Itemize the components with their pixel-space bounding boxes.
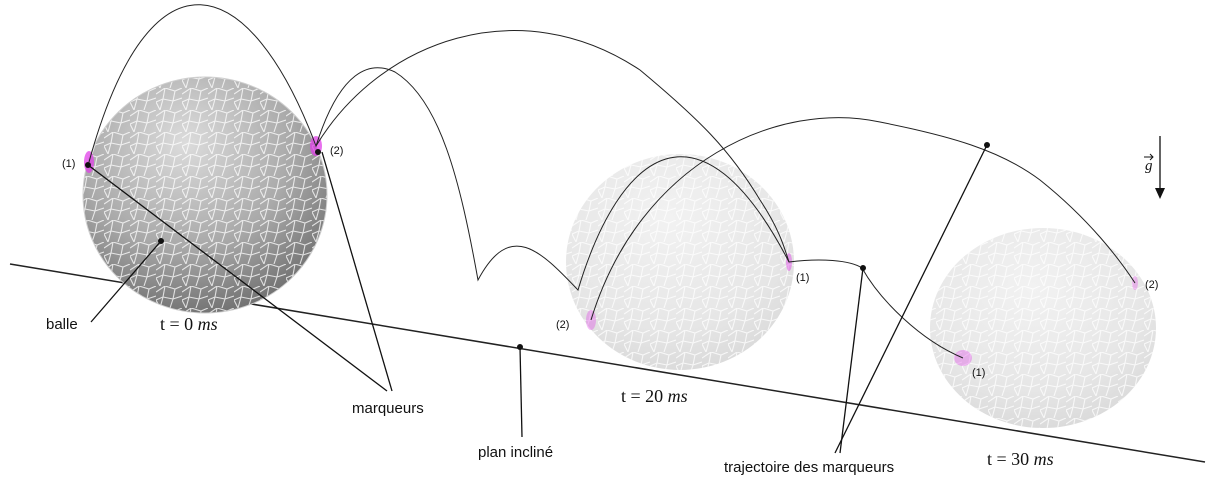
time-label-t30: t = 30 ms	[987, 449, 1054, 469]
ball-t0	[82, 76, 328, 314]
gravity-arrow: g	[1144, 136, 1165, 199]
time-label-t20: t = 20 ms	[621, 386, 688, 406]
marker-2-label-t30: (2)	[1145, 279, 1158, 291]
marker-2-label-t20: (2)	[556, 319, 569, 331]
ball-t20	[566, 154, 794, 370]
markers-label: marqueurs	[352, 400, 424, 417]
trajectory-marker-2-b	[590, 117, 1136, 321]
time-label-t0: t = 0 ms	[160, 314, 218, 334]
marker-trajectory-label: trajectoire des marqueurs	[724, 459, 894, 476]
ball-label: balle	[46, 316, 78, 333]
pointer-lines	[87, 144, 988, 454]
marker-1-label-t0: (1)	[62, 158, 75, 170]
pointer-dots	[85, 142, 990, 350]
gravity-symbol: g	[1145, 158, 1153, 174]
marker-1-label-t30: (1)	[972, 367, 985, 379]
inclined-plane-label: plan incliné	[478, 444, 553, 461]
trajectory-marker-1	[88, 4, 964, 359]
marker-2-label-t0: (2)	[330, 145, 343, 157]
ball-t30	[930, 228, 1156, 428]
marker-1-label-t20: (1)	[796, 272, 809, 284]
trajectory-marker-2	[315, 30, 790, 263]
